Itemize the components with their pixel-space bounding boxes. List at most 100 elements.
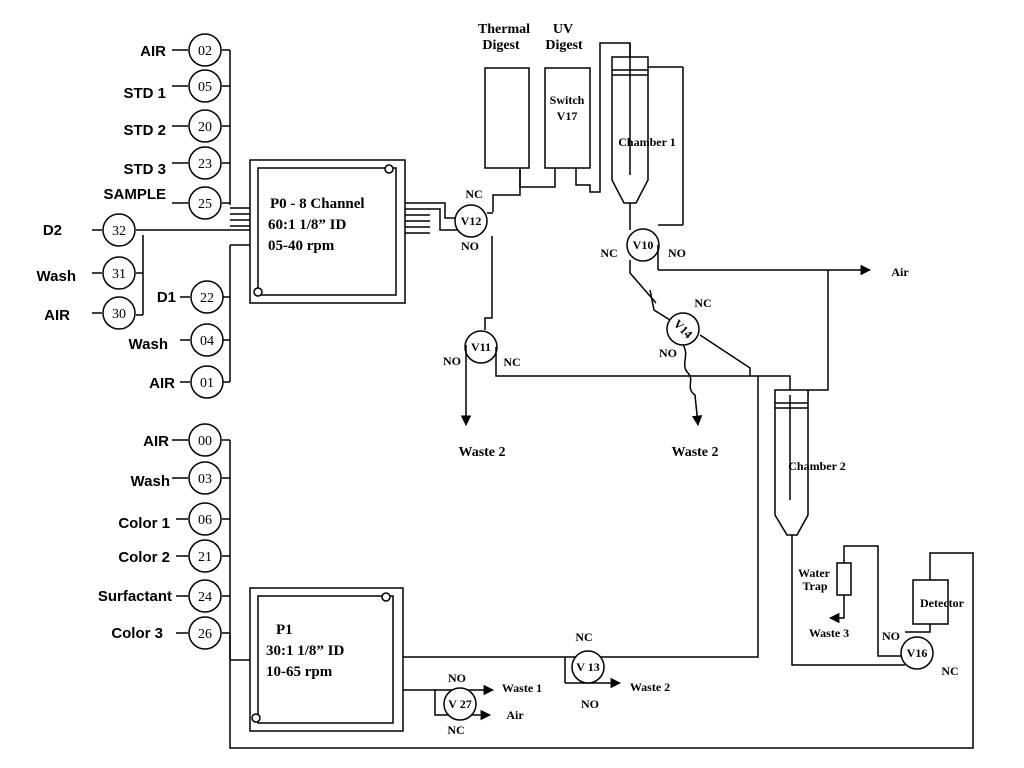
waste-2-label-a: Waste 2	[458, 445, 505, 460]
port-number: 32	[112, 224, 126, 239]
valve-label: V11	[471, 340, 491, 354]
port-31[interactable]: 31 Wash	[37, 256, 136, 290]
nc-label: NC	[694, 296, 711, 310]
no-label: NO	[659, 346, 677, 360]
nc-label: NC	[465, 187, 482, 201]
port-05[interactable]: 05 STD 1	[123, 69, 222, 103]
port-number: 03	[198, 472, 212, 487]
valve-label: V 27	[448, 697, 471, 711]
port-23[interactable]: 23 STD 3	[123, 146, 222, 180]
valve-v14[interactable]: V14 NC NO	[659, 296, 712, 360]
digest-tubing	[492, 42, 631, 212]
waste-1-label: Waste 1	[502, 681, 542, 695]
port-label: AIR	[149, 375, 175, 392]
valve-v12[interactable]: V12 NC NO	[454, 187, 493, 253]
port-number: 06	[198, 513, 212, 528]
port-number: 23	[198, 157, 212, 172]
pump-p1-name: P1	[276, 622, 293, 638]
port-number: 05	[198, 80, 212, 95]
thermal-label-2: Digest	[482, 38, 520, 53]
port-06[interactable]: 06 Color 1	[118, 502, 222, 536]
port-number: 01	[200, 376, 214, 391]
tubing-v12-v11	[484, 236, 493, 330]
port-00[interactable]: 00 AIR	[143, 423, 222, 457]
waste-2-label-b: Waste 2	[671, 445, 718, 460]
port-label: Surfactant	[98, 588, 172, 605]
tubing-p0-v12	[430, 202, 460, 231]
port-label: SAMPLE	[103, 186, 166, 203]
pump-p1-ratio: 30:1 1/8” ID	[266, 643, 345, 659]
pump-p1-speed: 10-65 rpm	[266, 664, 333, 680]
chamber-1-label: Chamber 1	[618, 135, 675, 149]
nc-label: NC	[941, 664, 958, 678]
nc-label: NC	[575, 630, 592, 644]
tubing-v14-waste2	[682, 344, 703, 427]
port-label: Color 1	[118, 515, 170, 532]
uv-digest[interactable]: UV Digest Switch V17	[544, 22, 591, 169]
port-02[interactable]: 02 AIR	[140, 33, 222, 67]
no-label: NO	[443, 354, 461, 368]
port-number: 31	[112, 267, 126, 282]
water-trap[interactable]: Water Trap	[798, 545, 905, 657]
pump-p0-ratio: 60:1 1/8” ID	[268, 217, 347, 233]
port-label: Wash	[131, 473, 170, 490]
detector-label: Detector	[920, 596, 965, 610]
valve-label: V10	[633, 238, 654, 252]
valve-label: V16	[907, 646, 928, 660]
air-outlet-label-2: Air	[506, 708, 524, 722]
water-trap-label: Water	[798, 566, 831, 580]
port-22[interactable]: 22 D1	[157, 280, 224, 314]
chamber-1[interactable]: Chamber 1	[611, 43, 684, 230]
uv-label-2: Digest	[545, 38, 583, 53]
chamber-2-label: Chamber 2	[788, 459, 845, 473]
port-label: D2	[43, 222, 62, 239]
valve-label: V12	[461, 214, 482, 228]
port-21[interactable]: 21 Color 2	[118, 539, 222, 573]
valve-v11[interactable]: V11 NO NC	[443, 330, 521, 369]
pump-p1[interactable]: P1 30:1 1/8” ID 10-65 rpm	[249, 587, 404, 732]
port-label: STD 3	[123, 161, 166, 178]
port-24[interactable]: 24 Surfactant	[98, 579, 222, 613]
chamber-2[interactable]: Chamber 2	[774, 389, 846, 536]
port-26[interactable]: 26 Color 3	[111, 616, 222, 650]
port-32[interactable]: 32 D2	[43, 213, 136, 247]
port-number: 30	[112, 307, 126, 322]
manifold-p0-lower	[222, 244, 250, 383]
port-label: Wash	[37, 268, 76, 285]
no-label: NO	[461, 239, 479, 253]
water-trap-label-2: Trap	[802, 579, 827, 593]
port-label: Color 2	[118, 549, 170, 566]
port-number: 00	[198, 434, 212, 449]
port-label: STD 1	[123, 85, 166, 102]
port-number: 21	[198, 550, 212, 565]
port-03[interactable]: 03 Wash	[131, 461, 222, 495]
manifold-d2	[136, 229, 250, 316]
tubing-chamber2-v16	[791, 535, 905, 666]
valve-label: V 13	[576, 660, 599, 674]
port-25[interactable]: 25 SAMPLE	[103, 186, 222, 220]
pump-p0[interactable]: P0 - 8 Channel 60:1 1/8” ID 05-40 rpm	[230, 159, 430, 304]
tubing-v10-v14	[629, 260, 751, 376]
port-number: 22	[200, 291, 214, 306]
valve-v16[interactable]: V16 NO NC	[882, 624, 959, 678]
port-label: Wash	[129, 336, 168, 353]
uv-label: UV	[553, 22, 573, 37]
port-01[interactable]: 01 AIR	[149, 365, 224, 399]
thermal-digest[interactable]: Thermal Digest	[478, 22, 530, 169]
detector[interactable]: Detector	[229, 552, 974, 749]
port-number: 25	[198, 197, 212, 212]
port-04[interactable]: 04 Wash	[129, 323, 224, 357]
port-number: 26	[198, 627, 212, 642]
valve-v10[interactable]: V10 NC NO	[600, 228, 686, 262]
no-label: NO	[448, 671, 466, 685]
port-label: Color 3	[111, 625, 163, 642]
no-label: NO	[581, 697, 599, 711]
valve-v27[interactable]: V 27 NO NC	[403, 671, 495, 737]
manifold-p1	[222, 439, 250, 661]
port-30[interactable]: 30 AIR	[44, 296, 136, 330]
port-20[interactable]: 20 STD 2	[123, 109, 222, 143]
port-label: AIR	[143, 433, 169, 450]
nc-label: NC	[447, 723, 464, 737]
valve-v13[interactable]: V 13 NC NO	[564, 630, 622, 711]
